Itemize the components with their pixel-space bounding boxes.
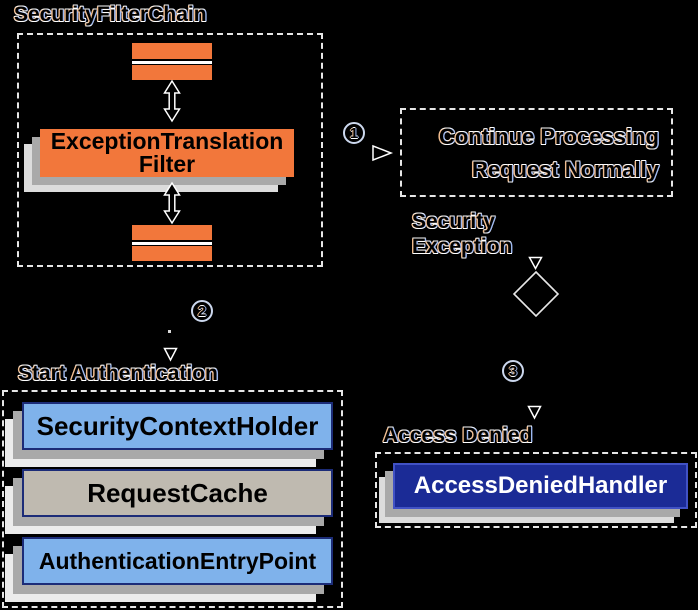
continue-processing-box: Continue Processing Request Normally: [400, 108, 673, 197]
arrowhead-down-icon: [528, 256, 543, 270]
exception-translation-filter-box: ExceptionTranslation Filter: [40, 129, 294, 177]
double-arrow-icon: [163, 79, 181, 123]
step-2-number: 2: [197, 302, 207, 320]
filter-bar-separator: [132, 61, 212, 64]
security-context-holder-box: SecurityContextHolder: [22, 402, 333, 450]
filter-bar-separator: [132, 242, 212, 245]
arrowhead-down-icon: [527, 405, 542, 420]
securityfilterchain-title: SecurityFilterChain: [14, 3, 207, 26]
dotted-connector: [168, 330, 171, 333]
step-1-badge: 1: [343, 122, 365, 144]
double-arrow-icon: [163, 181, 181, 225]
arrowhead-right-icon: [372, 144, 394, 162]
filter-bar: [132, 43, 212, 59]
filter-label-line2: Filter: [138, 151, 196, 177]
access-denied-label: Access Denied: [383, 424, 533, 447]
step-1-number: 1: [349, 124, 359, 142]
decision-diamond-icon: [512, 270, 560, 318]
filter-label-line1: ExceptionTranslation: [50, 128, 284, 154]
filter-bar: [132, 225, 212, 240]
access-denied-handler-box: AccessDeniedHandler: [393, 463, 688, 509]
continue-line2: Request Normally: [471, 157, 659, 182]
filter-bar: [132, 246, 212, 261]
start-authentication-label: Start Authentication: [18, 362, 218, 385]
arrowhead-down-icon: [163, 347, 178, 362]
step-3-number: 3: [508, 362, 518, 380]
security-exception-label: Security Exception: [412, 210, 513, 258]
request-cache-box: RequestCache: [22, 469, 333, 517]
access-denied-box: AccessDeniedHandler: [375, 452, 697, 528]
step-2-badge: 2: [191, 300, 213, 322]
continue-line1: Continue Processing: [438, 124, 659, 149]
filter-bar: [132, 65, 212, 80]
step-3-badge: 3: [502, 360, 524, 382]
start-authentication-box: SecurityContextHolder RequestCache Authe…: [2, 390, 343, 608]
securityfilterchain-box: ExceptionTranslation Filter: [17, 33, 323, 267]
authentication-entry-point-box: AuthenticationEntryPoint: [22, 537, 333, 585]
